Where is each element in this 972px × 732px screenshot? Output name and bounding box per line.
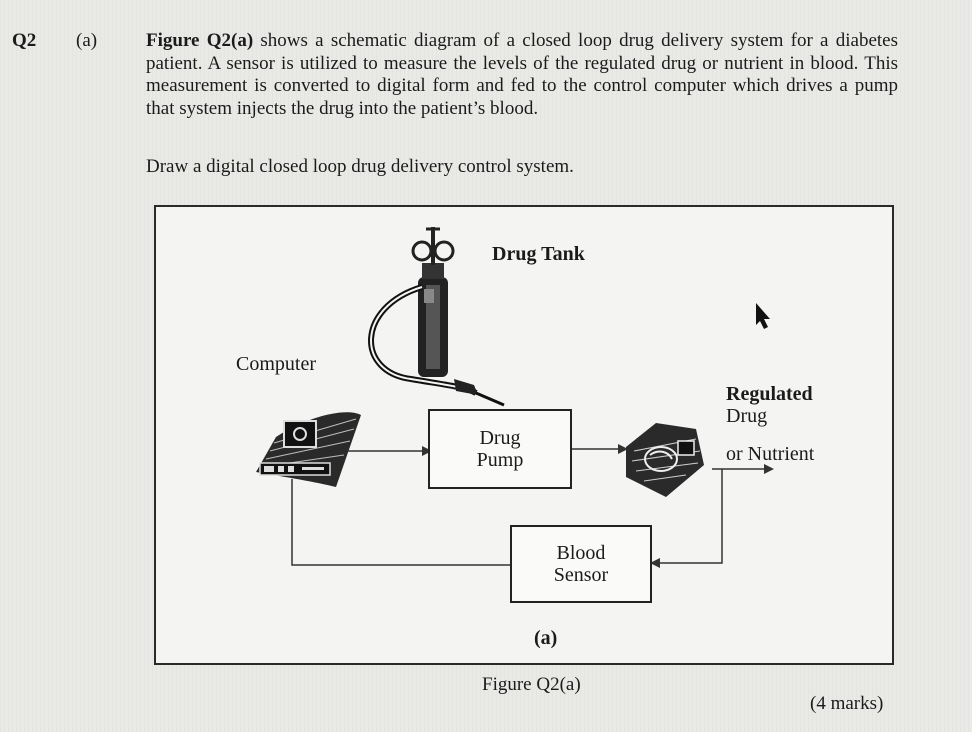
figure-caption: Figure Q2(a)	[482, 674, 581, 695]
question-number: Q2	[12, 30, 37, 51]
diagram-lines	[256, 227, 774, 568]
blood-sensor-box: Blood Sensor	[510, 525, 652, 603]
blood-sensor-label-line1: Blood	[556, 542, 606, 564]
paragraph-text: shows a schematic diagram of a closed lo…	[146, 30, 898, 119]
question-part: (a)	[76, 30, 98, 51]
figure-diagram: Drug Tank Computer Drug Pump Regulated D…	[154, 205, 894, 665]
regulated-label-line1: Regulated	[726, 383, 813, 405]
subfigure-label: (a)	[534, 627, 558, 649]
drug-pump-box: Drug Pump	[428, 409, 572, 489]
regulated-label-line2: Drug	[726, 405, 768, 427]
marks-label: (4 marks)	[810, 693, 884, 714]
question-paragraph: Figure Q2(a) shows a schematic diagram o…	[146, 30, 898, 120]
regulated-label-line3: or Nutrient	[726, 443, 815, 465]
mouse-cursor-icon	[756, 303, 770, 329]
patient-body-icon	[626, 423, 704, 497]
blood-sensor-label-line2: Sensor	[553, 564, 609, 586]
drug-tank-label: Drug Tank	[492, 243, 585, 265]
computer-label: Computer	[236, 353, 316, 375]
figure-reference: Figure Q2(a)	[146, 30, 254, 51]
task-instruction: Draw a digital closed loop drug delivery…	[146, 156, 574, 177]
gas-cylinder-icon	[411, 227, 455, 377]
drug-pump-label-line1: Drug	[479, 427, 521, 449]
drug-pump-label-line2: Pump	[476, 449, 524, 471]
computer-icon	[256, 412, 361, 487]
